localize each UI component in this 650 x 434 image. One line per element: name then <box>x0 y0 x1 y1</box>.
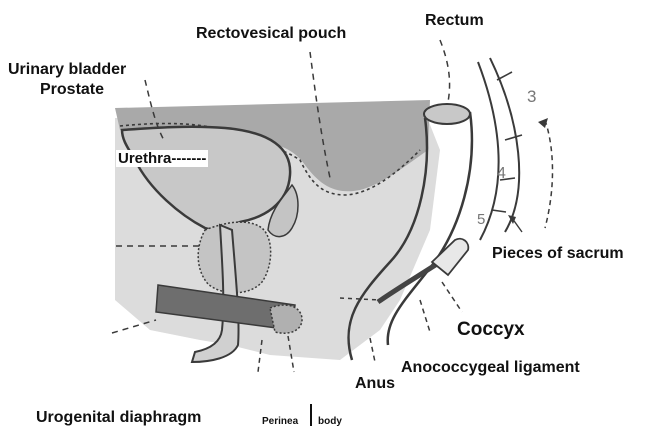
sacral-divider-2 <box>505 135 522 140</box>
label-rectum: Rectum <box>425 13 484 29</box>
label-prostate: Prostate <box>40 82 104 98</box>
label-pieces-of-sacrum: Pieces of sacrum <box>492 246 624 262</box>
label-urogenital-diaphragm: Urogenital diaphragm <box>36 410 201 426</box>
sacral-number-5: 5 <box>477 212 485 227</box>
sacrum-arrow-short <box>512 218 522 232</box>
perineal-body-shape <box>270 305 302 333</box>
label-anococcygeal-ligament: Anococcygeal ligament <box>401 360 580 376</box>
label-urinary-bladder: Urinary bladder <box>8 62 126 78</box>
label-perineal-body-left: Perinea <box>262 417 298 427</box>
sacral-divider-4 <box>492 210 506 212</box>
label-perineal-body-right: body <box>318 417 342 427</box>
label-anus: Anus <box>355 376 395 392</box>
leader-anus <box>370 338 375 362</box>
coccyx-shape <box>432 239 468 275</box>
sacrum-arrow-path <box>545 120 553 228</box>
leader-rectum <box>440 40 450 102</box>
sacral-number-3: 3 <box>527 88 536 105</box>
leader-coccyx-2 <box>420 300 430 332</box>
label-coccyx: Coccyx <box>457 320 525 339</box>
rectum-opening <box>424 104 470 124</box>
sacral-divider-1 <box>497 72 512 80</box>
sacral-number-4: 4 <box>497 166 506 182</box>
sacrum-arrowhead-top <box>538 118 548 128</box>
label-urethra: Urethra------- <box>116 150 208 167</box>
leader-coccyx <box>442 282 462 312</box>
label-rectovesical-pouch: Rectovesical pouch <box>196 26 346 42</box>
